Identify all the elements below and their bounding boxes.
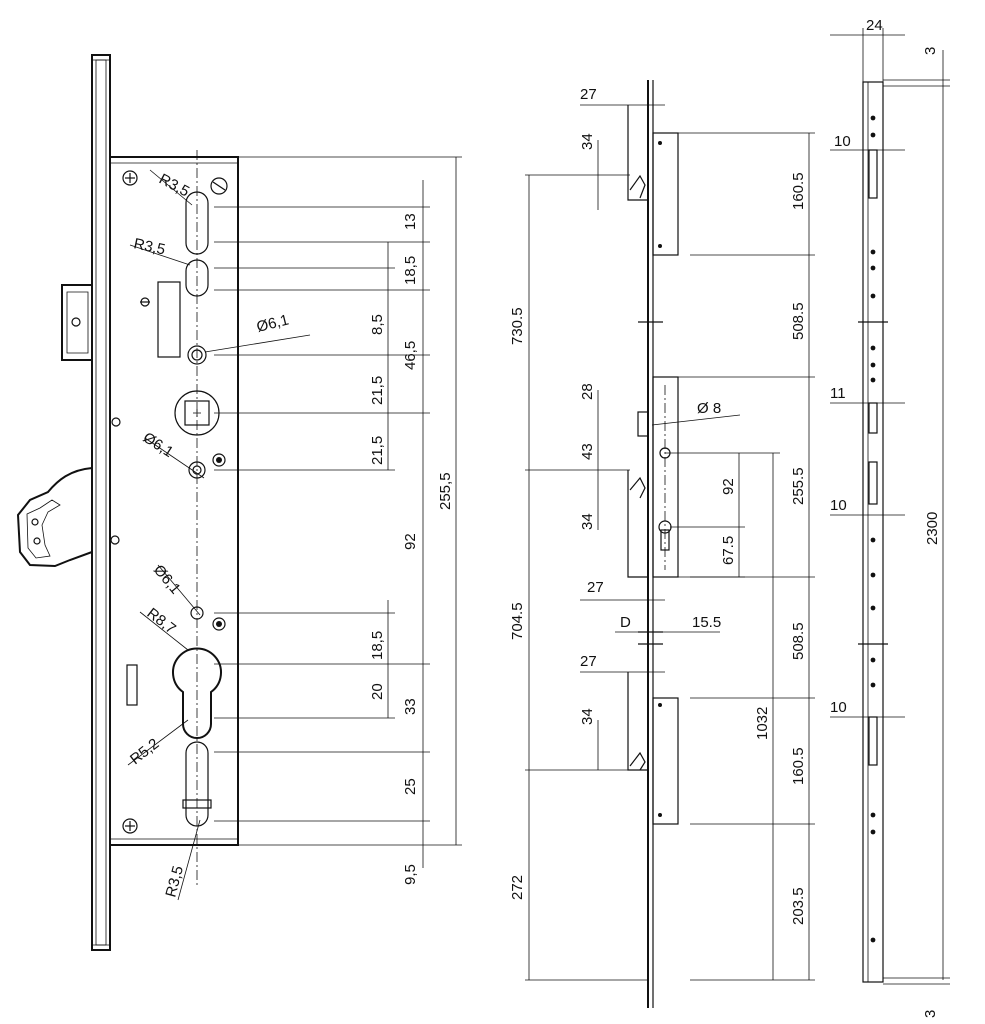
screw-icon — [122, 170, 138, 186]
label-d2: Ø6,1 — [140, 429, 177, 461]
label-r5: R3,5 — [162, 864, 187, 899]
dim-255: 255,5 — [437, 472, 454, 510]
dim-side-h34c: 34 — [579, 708, 596, 725]
dim-side-h508a: 508.5 — [790, 302, 807, 340]
side-view: 27 34 730.5 160.5 508.5 28 43 34 Ø 8 92 … — [509, 80, 815, 1008]
dim-side-h508b: 508.5 — [790, 622, 807, 660]
dim-46: 46,5 — [402, 341, 419, 370]
dim-9: 9,5 — [402, 864, 419, 885]
dim-bar-w10b: 10 — [830, 497, 847, 514]
dim-side-h67: 67.5 — [720, 536, 737, 565]
screw-icon — [122, 818, 138, 834]
label-d1: Ø6,1 — [255, 312, 291, 336]
dim-side-h730: 730.5 — [509, 307, 526, 345]
dim-20: 20 — [369, 683, 386, 700]
dim-side-h28: 28 — [579, 383, 596, 400]
dim-side-h704: 704.5 — [509, 602, 526, 640]
dim-side-w15: 15.5 — [692, 614, 721, 631]
dim-bar-b3: 3 — [922, 1010, 939, 1018]
dim-side-w27c: 27 — [580, 653, 597, 670]
bar-view: 24 3 10 11 10 10 2300 3 — [830, 17, 950, 1018]
dim-side-h92: 92 — [720, 478, 737, 495]
dim-8: 8,5 — [369, 314, 386, 335]
dim-21b: 21,5 — [369, 436, 386, 465]
dim-bar-t3: 3 — [922, 47, 939, 55]
dim-18a: 18,5 — [402, 256, 419, 285]
dim-18b: 18,5 — [369, 631, 386, 660]
dim-side-w27b: 27 — [587, 579, 604, 596]
dim-33: 33 — [402, 698, 419, 715]
label-r3: R8,7 — [144, 605, 179, 638]
dim-bar-w10a: 10 — [834, 133, 851, 150]
label-r4: R5,2 — [127, 735, 162, 768]
dim-side-h34a: 34 — [579, 133, 596, 150]
dim-92: 92 — [402, 533, 419, 550]
screw-icon — [210, 177, 228, 195]
dim-21a: 21,5 — [369, 376, 386, 405]
dim-side-h272: 272 — [509, 875, 526, 900]
front-view: R3,5 R3,5 Ø6,1 Ø6,1 Ø6,1 R8,7 R5,2 R3,5 … — [16, 54, 462, 951]
dim-bar-w10c: 10 — [830, 699, 847, 716]
dim-bar-w11: 11 — [830, 385, 846, 402]
dim-side-D: D — [620, 614, 631, 631]
dim-13: 13 — [402, 213, 419, 230]
dim-side-d8: Ø 8 — [697, 400, 721, 417]
dim-side-h1032: 1032 — [754, 707, 771, 740]
dim-side-h203: 203.5 — [790, 887, 807, 925]
label-r1: R3,5 — [156, 171, 192, 201]
dim-bar-w24: 24 — [866, 17, 883, 34]
dim-side-h34b: 34 — [579, 513, 596, 530]
dim-25: 25 — [402, 778, 419, 795]
dim-side-w27a: 27 — [580, 86, 597, 103]
dim-bar-h2300: 2300 — [924, 512, 941, 545]
dim-side-h160a: 160.5 — [790, 172, 807, 210]
dim-side-h255: 255.5 — [790, 467, 807, 505]
dim-side-h160b: 160.5 — [790, 747, 807, 785]
label-r2: R3,5 — [132, 235, 167, 258]
label-d3: Ø6,1 — [150, 562, 184, 598]
dim-side-h43: 43 — [579, 443, 596, 460]
